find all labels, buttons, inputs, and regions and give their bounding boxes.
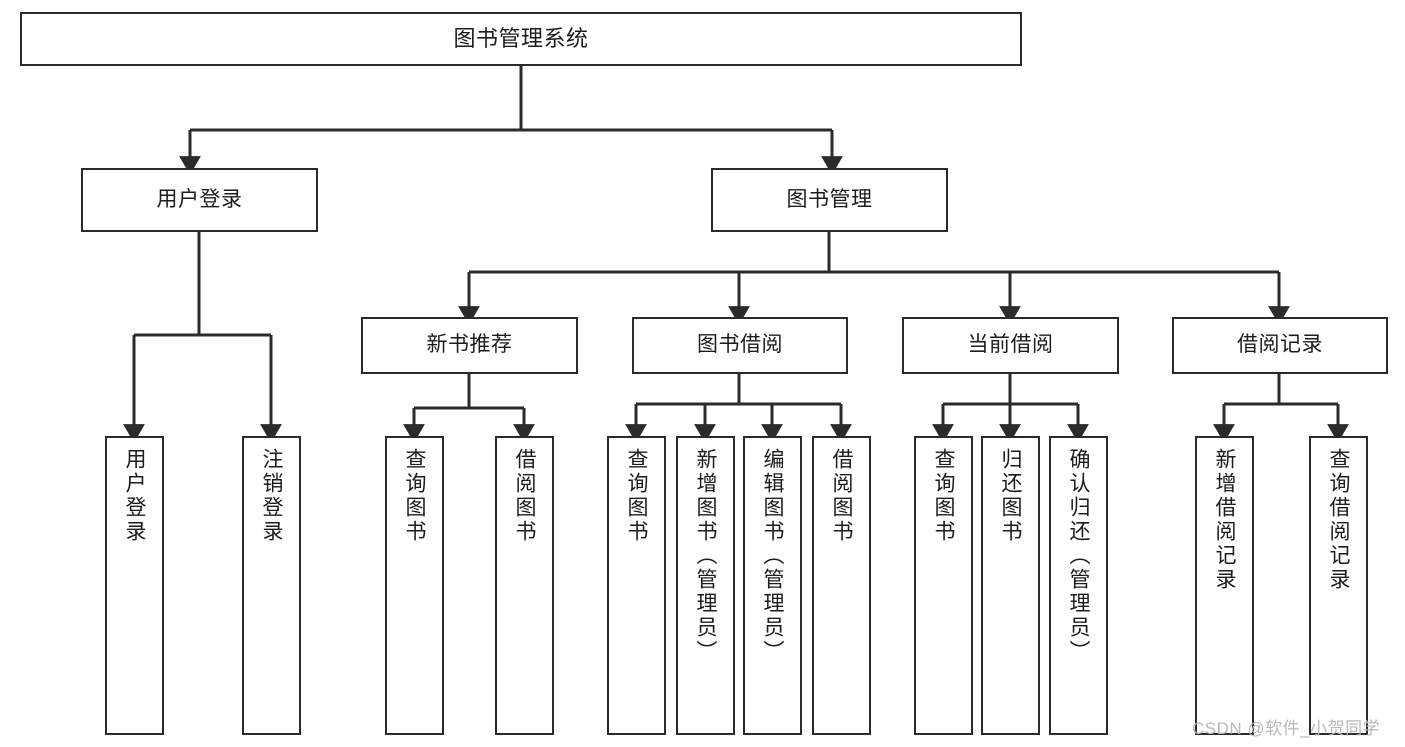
node-leaf-add-borrow-record-label: 新增借阅记录 (1213, 448, 1236, 592)
node-leaf-confirm-return-admin-label: 确认归还（管理员） (1067, 448, 1090, 664)
node-leaf-borrow-query-book[interactable]: 查询图书 (607, 436, 666, 735)
node-leaf-borrow-book[interactable]: 借阅图书 (812, 436, 871, 735)
node-new-book-recommend-label: 新书推荐 (426, 333, 513, 357)
node-root-system[interactable]: 图书管理系统 (20, 12, 1022, 66)
node-leaf-current-query-book[interactable]: 查询图书 (914, 436, 973, 735)
node-leaf-user-login-label: 用户登录 (123, 448, 146, 544)
node-user-login-label: 用户登录 (156, 187, 243, 211)
node-current-borrow-label: 当前借阅 (967, 333, 1054, 357)
node-leaf-user-login[interactable]: 用户登录 (105, 436, 164, 735)
node-leaf-edit-book-admin[interactable]: 编辑图书（管理员） (743, 436, 802, 735)
node-book-management[interactable]: 图书管理 (711, 168, 948, 232)
node-leaf-return-book[interactable]: 归还图书 (981, 436, 1040, 735)
node-borrow-record-label: 借阅记录 (1237, 333, 1323, 357)
node-new-book-recommend[interactable]: 新书推荐 (361, 317, 578, 374)
node-borrow-record[interactable]: 借阅记录 (1172, 317, 1388, 374)
node-leaf-borrow-book-label: 借阅图书 (830, 448, 853, 544)
node-leaf-logout[interactable]: 注销登录 (242, 436, 301, 735)
node-leaf-current-query-book-label: 查询图书 (932, 448, 955, 544)
node-book-management-label: 图书管理 (786, 187, 873, 211)
node-leaf-edit-book-admin-label: 编辑图书（管理员） (761, 448, 784, 664)
node-leaf-newbook-borrow-book-label: 借阅图书 (513, 448, 536, 544)
node-leaf-query-borrow-record-label: 查询借阅记录 (1327, 448, 1350, 592)
node-book-borrow[interactable]: 图书借阅 (632, 317, 848, 374)
node-leaf-borrow-query-book-label: 查询图书 (625, 448, 648, 544)
node-leaf-confirm-return-admin[interactable]: 确认归还（管理员） (1049, 436, 1108, 735)
node-leaf-newbook-query-book[interactable]: 查询图书 (385, 436, 444, 735)
node-leaf-newbook-borrow-book[interactable]: 借阅图书 (495, 436, 554, 735)
node-user-login[interactable]: 用户登录 (81, 168, 318, 232)
node-root-system-label: 图书管理系统 (453, 26, 589, 52)
node-leaf-logout-label: 注销登录 (260, 448, 283, 544)
watermark: CSDN @软件_小贺同学 (1192, 719, 1381, 738)
node-leaf-return-book-label: 归还图书 (999, 448, 1022, 544)
node-leaf-query-borrow-record[interactable]: 查询借阅记录 (1309, 436, 1368, 735)
node-leaf-add-book-admin-label: 新增图书（管理员） (694, 448, 717, 664)
node-leaf-newbook-query-book-label: 查询图书 (403, 448, 426, 544)
node-book-borrow-label: 图书借阅 (697, 333, 783, 357)
node-leaf-add-borrow-record[interactable]: 新增借阅记录 (1195, 436, 1254, 735)
node-leaf-add-book-admin[interactable]: 新增图书（管理员） (676, 436, 735, 735)
node-current-borrow[interactable]: 当前借阅 (902, 317, 1119, 374)
